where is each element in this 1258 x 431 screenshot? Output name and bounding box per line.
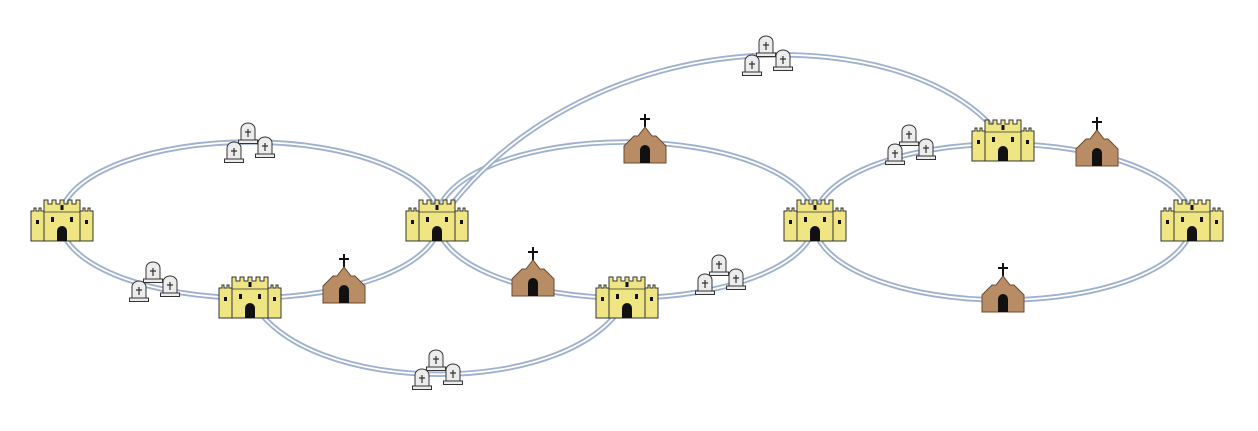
road-inner-line [249,296,628,376]
roads-layer [57,52,1195,377]
road [437,52,1006,223]
road-inner-line [439,54,1004,221]
road-inner-line [436,141,816,221]
road [434,139,818,223]
road [247,294,630,377]
